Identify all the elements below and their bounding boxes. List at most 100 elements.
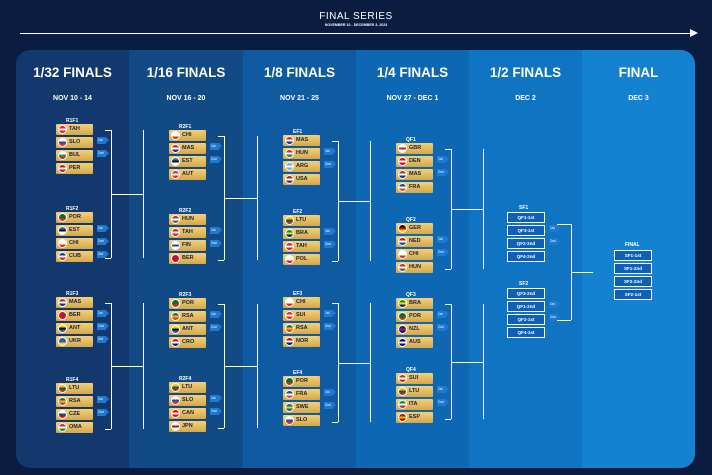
team-row[interactable]: CUB (56, 251, 93, 262)
team-row[interactable]: SLO (283, 415, 320, 426)
team-row[interactable]: SUI (396, 373, 433, 384)
team-row[interactable]: UKR (56, 336, 93, 347)
team-row[interactable]: TAH (56, 124, 93, 135)
team-row[interactable]: RSA (56, 396, 93, 407)
advance-tag: 2nd (324, 161, 336, 168)
team-row[interactable]: TAH (169, 227, 206, 238)
team-row[interactable]: NZL (396, 324, 433, 335)
team-row[interactable]: MAS (396, 169, 433, 180)
team-row[interactable]: LTU (283, 215, 320, 226)
team-row[interactable]: EST (56, 225, 93, 236)
team-row[interactable]: CRO (169, 337, 206, 348)
team-row[interactable]: FRA (283, 389, 320, 400)
bracket-slot[interactable]: QF3-2nd (507, 288, 545, 299)
team-row[interactable]: GER (396, 223, 433, 234)
bracket-line (370, 141, 371, 201)
group-label: SF2 (519, 281, 529, 287)
team-row[interactable]: MAS (283, 135, 320, 146)
team-row[interactable]: LTU (169, 382, 206, 393)
bracket-line (445, 304, 451, 305)
team-row[interactable]: ARG (283, 161, 320, 172)
team-row[interactable]: RSA (283, 323, 320, 334)
team-row[interactable]: BER (56, 310, 93, 321)
team-row[interactable]: CHI (396, 249, 433, 260)
team-row[interactable]: NOR (283, 336, 320, 347)
team-row[interactable]: ITA (396, 399, 433, 410)
bracket-line (105, 130, 111, 131)
team-row[interactable]: ESP (396, 412, 433, 423)
team-row[interactable]: GBR (396, 143, 433, 154)
team-row[interactable]: NED (396, 236, 433, 247)
team-row[interactable]: POR (169, 298, 206, 309)
team-row[interactable]: BER (169, 253, 206, 264)
team-row[interactable]: CHI (56, 238, 93, 249)
advance-tag: 2nd (210, 156, 222, 163)
bracket-slot[interactable]: QF2-1st (507, 314, 545, 325)
team-row[interactable]: CHI (169, 130, 206, 141)
bracket-slot[interactable]: QF1-1st (507, 212, 545, 223)
bracket-line (218, 260, 224, 261)
bracket-slot[interactable]: QF4-2nd (507, 251, 545, 262)
group-label: EF3 (293, 291, 303, 297)
team-row[interactable]: AUS (396, 337, 433, 348)
flag-icon (398, 250, 407, 259)
advance-tag: 2nd (324, 402, 336, 409)
bracket-slot[interactable]: QF2-2nd (507, 238, 545, 249)
bracket-slot[interactable]: SF1-1st (614, 250, 652, 261)
team-row[interactable]: TAH (283, 241, 320, 252)
team-row[interactable]: OMA (56, 422, 93, 433)
flag-icon (171, 409, 180, 418)
team-row[interactable]: MAS (169, 143, 206, 154)
team-code: LTU (69, 385, 80, 391)
team-row[interactable]: POR (56, 212, 93, 223)
team-row[interactable]: MAS (56, 297, 93, 308)
team-row[interactable]: FIN (169, 240, 206, 251)
team-row[interactable]: LTU (396, 386, 433, 397)
bracket-slot[interactable]: SF1-2nd (614, 263, 652, 274)
team-row[interactable]: HUN (396, 262, 433, 273)
team-row[interactable]: POR (283, 376, 320, 387)
team-row[interactable]: CHI (283, 297, 320, 308)
team-row[interactable]: SLO (169, 395, 206, 406)
team-code: USA (296, 176, 308, 182)
team-row[interactable]: BRA (396, 298, 433, 309)
bracket-line (332, 422, 338, 423)
advance-tag: 2nd (210, 408, 222, 415)
team-row[interactable]: FRA (396, 182, 433, 193)
team-row[interactable]: CZE (56, 409, 93, 420)
team-row[interactable]: POL (283, 254, 320, 265)
bracket-slot[interactable]: SF2-2nd (614, 276, 652, 287)
team-row[interactable]: LTU (56, 383, 93, 394)
advance-tag: 1st (324, 389, 336, 396)
group-label: R2F4 (179, 376, 192, 382)
team-row[interactable]: EST (169, 156, 206, 167)
team-row[interactable]: HUN (169, 214, 206, 225)
team-row[interactable]: DEN (396, 156, 433, 167)
bracket-slot[interactable]: QF3-1st (507, 225, 545, 236)
bracket-slot[interactable]: SF2-1st (614, 289, 652, 300)
bracket-line (224, 198, 257, 199)
team-row[interactable]: SLO (56, 137, 93, 148)
flag-icon (171, 215, 180, 224)
team-row[interactable]: BRA (283, 228, 320, 239)
team-row[interactable]: RSA (169, 311, 206, 322)
team-row[interactable]: SUI (283, 310, 320, 321)
bracket-slot[interactable]: QF1-2nd (507, 301, 545, 312)
team-row[interactable]: CAN (169, 408, 206, 419)
team-row[interactable]: SWE (283, 402, 320, 413)
team-row[interactable]: PER (56, 163, 93, 174)
team-code: AUT (182, 171, 194, 177)
team-row[interactable]: USA (283, 174, 320, 185)
team-row[interactable]: BUL (56, 150, 93, 161)
team-row[interactable]: AUT (169, 169, 206, 180)
team-row[interactable]: POR (396, 311, 433, 322)
team-row[interactable]: ANT (169, 324, 206, 335)
bracket-slot[interactable]: QF4-1st (507, 327, 545, 338)
bracket-line (370, 303, 371, 363)
team-row[interactable]: HUN (283, 148, 320, 159)
team-code: JPN (182, 423, 193, 429)
team-row[interactable]: ANT (56, 323, 93, 334)
team-row[interactable]: JPN (169, 421, 206, 432)
advance-tag: 1st (210, 395, 222, 402)
flag-icon (58, 410, 67, 419)
